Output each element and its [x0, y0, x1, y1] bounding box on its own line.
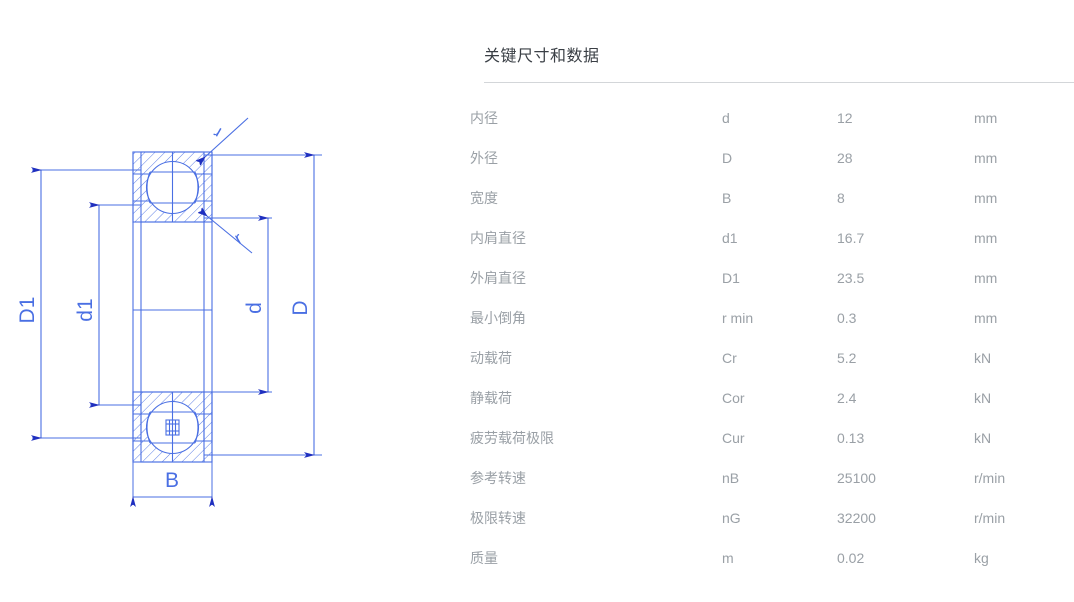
- leader-r-top: [205, 117, 249, 157]
- spec-unit: kg: [974, 550, 989, 566]
- table-row: 内径 d 12 mm: [470, 98, 1074, 138]
- table-row: 动载荷 Cr 5.2 kN: [470, 338, 1074, 378]
- bearing-body: [132, 151, 213, 463]
- spec-value: 28: [837, 150, 853, 166]
- spec-unit: kN: [974, 390, 992, 406]
- spec-label: 质量: [470, 550, 498, 566]
- spec-symbol: B: [722, 190, 732, 206]
- chamfer-leaders: [205, 117, 253, 254]
- table-row: 参考转速 nB 25100 r/min: [470, 458, 1074, 498]
- spec-symbol: D1: [722, 270, 740, 286]
- table-row: 极限转速 nG 32200 r/min: [470, 498, 1074, 538]
- spec-value: 32200: [837, 510, 876, 526]
- spec-symbol: r min: [722, 310, 754, 326]
- spec-value: 23.5: [837, 270, 865, 286]
- spec-unit: r/min: [974, 470, 1006, 486]
- spec-symbol: d: [722, 110, 730, 126]
- table-row: 外肩直径 D1 23.5 mm: [470, 258, 1074, 298]
- spec-symbol: nB: [722, 470, 740, 486]
- spec-value: 12: [837, 110, 853, 126]
- spec-unit: mm: [974, 310, 998, 326]
- spec-value: 2.4: [837, 390, 857, 406]
- spec-label: 参考转速: [470, 470, 526, 486]
- spec-label: 外肩直径: [470, 270, 526, 286]
- spec-label: 外径: [470, 150, 498, 166]
- spec-symbol: Cor: [722, 390, 745, 406]
- key-dimensions-panel: 关键尺寸和数据 内径 d 12 mm 外径 D 28 mm 宽度 B 8 mm: [470, 0, 1074, 602]
- spec-value: 5.2: [837, 350, 857, 366]
- spec-symbol: d1: [722, 230, 738, 246]
- spec-label: 动载荷: [470, 350, 512, 366]
- spec-value: 16.7: [837, 230, 865, 246]
- spec-label: 最小倒角: [470, 310, 526, 326]
- extension-lines: [32, 154, 322, 505]
- spec-unit: mm: [974, 270, 998, 286]
- spec-label: 内径: [470, 110, 498, 126]
- table-row: 疲劳载荷极限 Cur 0.13 kN: [470, 418, 1074, 458]
- spec-label: 宽度: [470, 190, 498, 206]
- dim-label-d: d: [243, 302, 266, 314]
- spec-symbol: nG: [722, 510, 741, 526]
- spec-label: 疲劳载荷极限: [470, 430, 554, 446]
- spec-symbol: Cur: [722, 430, 745, 446]
- table-row: 外径 D 28 mm: [470, 138, 1074, 178]
- table-row: 内肩直径 d1 16.7 mm: [470, 218, 1074, 258]
- table-row: 质量 m 0.02 kg: [470, 538, 1074, 578]
- dimension-lines: [31, 152, 315, 507]
- dim-label-d1: d1: [74, 298, 97, 321]
- spec-unit: kN: [974, 430, 992, 446]
- spec-label: 内肩直径: [470, 230, 526, 246]
- spec-label: 极限转速: [470, 510, 526, 526]
- specifications-table-body: 内径 d 12 mm 外径 D 28 mm 宽度 B 8 mm 内肩直径 d1 …: [470, 98, 1074, 578]
- spec-value: 0.3: [837, 310, 857, 326]
- spec-value: 0.13: [837, 430, 865, 446]
- spec-symbol: D: [722, 150, 733, 166]
- table-row: 宽度 B 8 mm: [470, 178, 1074, 218]
- spec-unit: mm: [974, 150, 998, 166]
- spec-unit: kN: [974, 350, 992, 366]
- spec-unit: mm: [974, 230, 998, 246]
- dim-label-B: B: [165, 469, 179, 492]
- spec-unit: mm: [974, 190, 998, 206]
- dim-label-D1: D1: [16, 297, 39, 324]
- spec-symbol: m: [722, 550, 734, 566]
- leader-r-bottom: [207, 216, 253, 254]
- spec-unit: r/min: [974, 510, 1006, 526]
- table-row: 静载荷 Cor 2.4 kN: [470, 378, 1074, 418]
- dim-label-D: D: [289, 300, 312, 315]
- title-separator: [484, 82, 1074, 83]
- specifications-table: 内径 d 12 mm 外径 D 28 mm 宽度 B 8 mm 内肩直径 d1 …: [470, 98, 1074, 578]
- bearing-drawing-panel: D1 d1 d D B r r: [0, 0, 440, 602]
- chamfer-label-r-top: r: [210, 123, 225, 142]
- spec-label: 静载荷: [470, 390, 512, 406]
- panel-title: 关键尺寸和数据: [484, 48, 600, 65]
- bearing-cross-section-diagram: D1 d1 d D B r r: [16, 117, 322, 507]
- spec-unit: mm: [974, 110, 998, 126]
- spec-value: 0.02: [837, 550, 865, 566]
- table-row: 最小倒角 r min 0.3 mm: [470, 298, 1074, 338]
- spec-value: 8: [837, 190, 845, 206]
- spec-symbol: Cr: [722, 350, 737, 366]
- spec-value: 25100: [837, 470, 876, 486]
